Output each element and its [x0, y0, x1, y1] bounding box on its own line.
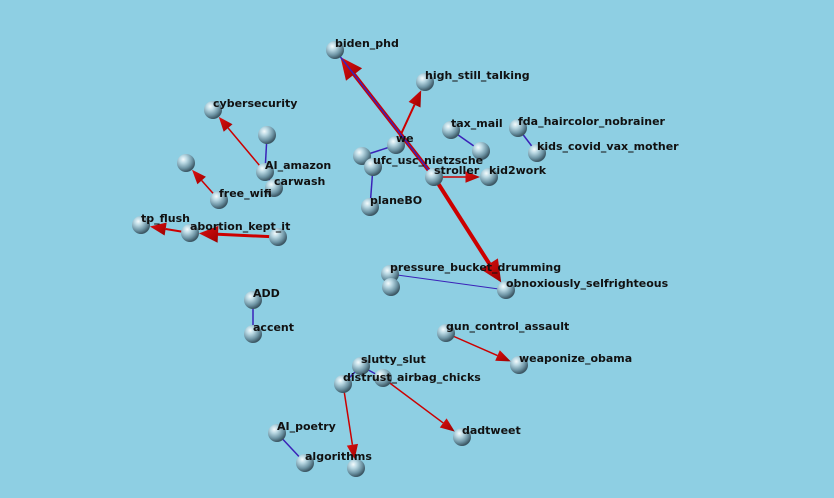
arrowhead-we-high_still_talking [408, 90, 422, 108]
arrowhead-abortion_peer-abortion_kept_it [199, 225, 219, 243]
node-label-weaponize_obama: weaponize_obama [519, 352, 632, 365]
node-biden_phd[interactable] [326, 41, 344, 59]
node-obnoxiously_selfrighteous[interactable] [497, 281, 515, 299]
node-label-biden_phd: biden_phd [335, 37, 399, 50]
arrowhead-distrust_peer-dadtweet [439, 418, 455, 432]
node-label-ufc_usc_nietzsche: ufc_usc_nietzsche [373, 154, 483, 167]
node-stroller[interactable] [425, 168, 443, 186]
node-tax_mail[interactable] [442, 121, 460, 139]
node-label-abortion_kept_it: abortion_kept_it [190, 220, 290, 233]
node-distrust_peer[interactable] [374, 369, 392, 387]
node-label-stroller: stroller [434, 164, 480, 177]
node-distrust_airbag_chicks[interactable] [334, 375, 352, 393]
label-layer: biden_phd high_still_talking cybersecurity… [141, 37, 679, 463]
node-carwash[interactable] [265, 179, 283, 197]
node-add[interactable] [244, 291, 262, 309]
node-free_wifi[interactable] [210, 191, 228, 209]
node-label-cybersecurity: cybersecurity [213, 97, 297, 110]
edge-link-pressure_bucket_drumming-obnoxiously_selfrighteous [389, 273, 507, 291]
node-ufc_usc_nietzsche[interactable] [364, 158, 382, 176]
node-ai_poetry[interactable] [268, 424, 286, 442]
node-we[interactable] [387, 136, 405, 154]
node-weaponize_obama[interactable] [510, 356, 528, 374]
node-label-high_still_talking: high_still_talking [425, 69, 530, 82]
arrowhead-stroller-kid2work [465, 171, 480, 183]
node-label-tax_mail: tax_mail [451, 117, 503, 130]
node-label-ai_poetry: AI_poetry [277, 420, 336, 433]
edge-arrow-distrust_airbag_chicks-algorithms_peer [342, 383, 354, 445]
node-algorithms_peer[interactable] [347, 459, 365, 477]
node-label-tp_flush: tp_flush [141, 212, 190, 225]
node-algorithms[interactable] [296, 454, 314, 472]
node-label-kids_covid_vax_mother: kids_covid_vax_mother [537, 140, 679, 153]
node-tax_mail_peer[interactable] [472, 142, 490, 160]
arrowhead-stroller-obnoxiously_selfrighteous [480, 258, 502, 283]
node-label-carwash: carwash [274, 175, 325, 188]
node-ai_amazon[interactable] [256, 163, 274, 181]
arrowhead-ai_amazon-cybersecurity [218, 116, 233, 132]
node-label-fda_haircolor_nobrainer: fda_haircolor_nobrainer [518, 115, 666, 128]
arrowhead-gun_control_assault-weaponize_obama [495, 350, 511, 362]
edge-arrow-abortion_peer-abortion_kept_it [217, 232, 279, 239]
edge-arrow-ai_amazon-cybersecurity [227, 127, 266, 173]
node-pressure_bucket_drumming[interactable] [381, 265, 399, 283]
node-accent[interactable] [244, 325, 262, 343]
node-label-planebo: planeBO [370, 194, 422, 207]
node-label-pressure_bucket_drumming: pressure_bucket_drumming [390, 261, 561, 274]
node-label-dadtweet: dadtweet [462, 424, 521, 437]
node-layer [132, 41, 546, 477]
edge-link-biden_phd-stroller [334, 49, 435, 178]
node-dadtweet[interactable] [453, 428, 471, 446]
node-label-obnoxiously_selfrighteous: obnoxiously_selfrighteous [506, 277, 669, 290]
node-high_still_talking[interactable] [416, 73, 434, 91]
node-label-algorithms: algorithms [305, 450, 372, 463]
node-abortion_kept_it[interactable] [181, 224, 199, 242]
node-cybersecurity[interactable] [204, 101, 222, 119]
node-gun_control_assault[interactable] [437, 324, 455, 342]
node-ufc_node[interactable] [353, 147, 371, 165]
node-free_wifi_node[interactable] [177, 154, 195, 172]
node-ai_amazon_node[interactable] [258, 126, 276, 144]
node-label-free_wifi: free_wifi [219, 187, 272, 200]
edge-arrow-stroller-obnoxiously_selfrighteous [432, 175, 492, 265]
node-label-add: ADD [253, 287, 280, 300]
node-tp_flush[interactable] [132, 216, 150, 234]
node-fda_haircolor_nobrainer[interactable] [509, 119, 527, 137]
node-kids_covid_vax_mother[interactable] [528, 144, 546, 162]
node-label-slutty_slut: slutty_slut [361, 353, 426, 366]
node-label-distrust_airbag_chicks: distrust_airbag_chicks [343, 371, 481, 384]
node-abortion_peer[interactable] [269, 228, 287, 246]
node-slutty_slut[interactable] [352, 357, 370, 375]
arrowhead-abortion_kept_it-tp_flush [149, 222, 167, 236]
arrowhead-distrust_airbag_chicks-algorithms_peer [346, 443, 358, 460]
node-planebo[interactable] [361, 198, 379, 216]
node-pressure_peer[interactable] [382, 278, 400, 296]
edge-arrow-gun_control_assault-weaponize_obama [445, 332, 498, 357]
node-label-accent: accent [253, 321, 294, 334]
arrowhead-free_wifi-free_wifi_node [192, 169, 206, 185]
node-label-ai_amazon: AI_amazon [265, 159, 331, 172]
node-label-we: we [396, 132, 414, 145]
node-label-kid2work: kid2work [489, 164, 547, 177]
edge-arrow-distrust_peer-dadtweet [382, 377, 444, 424]
node-label-gun_control_assault: gun_control_assault [446, 320, 569, 333]
node-kid2work[interactable] [480, 168, 498, 186]
